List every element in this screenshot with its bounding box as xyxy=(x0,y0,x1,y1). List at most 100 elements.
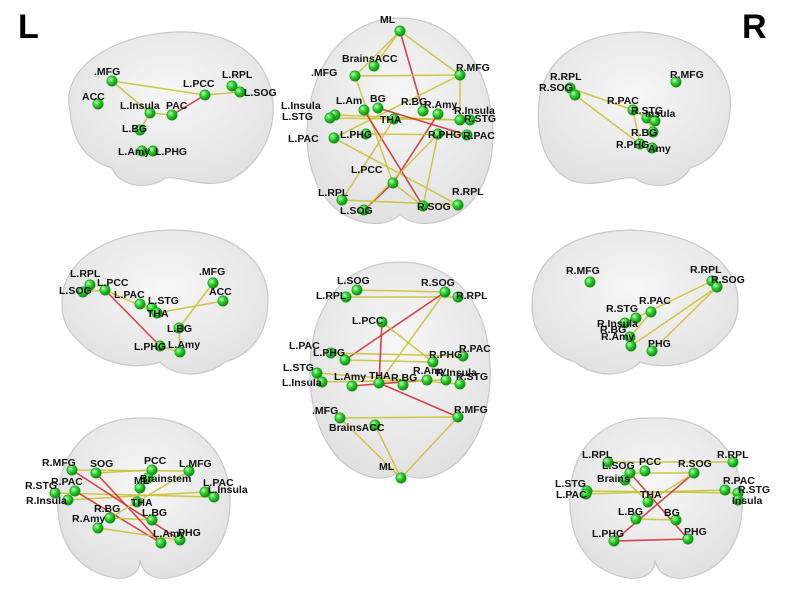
label-right-lateral-R.PHG: R.PHG xyxy=(616,139,649,151)
node-anterior-left-ML xyxy=(134,482,146,494)
label-top-axial-L.Insula: L.Insula xyxy=(281,100,321,112)
node-anterior-left-R.BG xyxy=(104,512,116,524)
edge-left-medial-L.PCC-L.PHG xyxy=(104,289,161,347)
node-right-medial-R.SOG xyxy=(711,281,723,293)
node-anterior-right-R.BG xyxy=(670,514,682,526)
label-bottom-axial-L.STG: L.STG xyxy=(283,362,314,374)
label-left-medial-L.Amy: L.Amy xyxy=(168,339,200,351)
label-top-axial-ML: ML xyxy=(380,14,396,26)
node-left-medial-L.SOG xyxy=(77,286,89,298)
edge-left-lateral-L.MFG-L.PCC xyxy=(111,80,206,96)
node-anterior-left-L.PHG xyxy=(174,534,186,546)
label-right-medial-R.Amy: R.Amy xyxy=(601,331,634,343)
node-right-medial-R.STG xyxy=(630,312,642,324)
label-anterior-left-R.Insula: R.Insula xyxy=(26,495,67,507)
label-bottom-axial-R.Insula: R.Insula xyxy=(436,367,477,379)
node-left-lateral-L.SOG xyxy=(234,86,246,98)
node-top-axial-R.SOG xyxy=(417,200,429,212)
node-anterior-right-R.PAC xyxy=(719,484,731,496)
left-hemisphere-label: L xyxy=(18,8,39,46)
label-right-lateral-R.STG: R.STG xyxy=(631,105,663,117)
label-anterior-left-L.PHG: PHG xyxy=(178,527,201,539)
node-top-axial-THA xyxy=(388,113,400,125)
label-anterior-left-ML: ML xyxy=(134,475,150,487)
edge-bottom-axial-R.MFG-ML xyxy=(400,416,459,479)
edge-bottom-axial-L.PHG-R.PHG xyxy=(344,359,434,363)
label-right-lateral-R.PAC: R.PAC xyxy=(607,95,639,107)
edge-top-axial-ML-L.MFG xyxy=(354,30,401,77)
label-right-medial-R.MFG: R.MFG xyxy=(566,265,600,277)
label-right-medial-R.BG: R.BG xyxy=(600,324,626,336)
edge-left-medial-ACC-THA xyxy=(156,300,224,314)
edge-right-lateral-R.SOG-R.PHG xyxy=(574,94,641,145)
node-right-medial-R.MFG xyxy=(584,276,596,288)
node-bottom-axial-R.MFG xyxy=(452,411,464,423)
node-bottom-axial-R.BG xyxy=(397,379,409,391)
label-anterior-right-R.Insula: Insula xyxy=(732,495,763,507)
label-top-axial-R.PAC: R.PAC xyxy=(463,130,495,142)
edge-anterior-right-L.BG-R.BG xyxy=(635,518,677,521)
label-top-axial-L.PHG: L.PHG xyxy=(340,129,372,141)
node-right-lateral-R.PAC xyxy=(627,104,639,116)
node-left-lateral-L.MFG xyxy=(106,75,118,87)
node-left-lateral-L.Insula xyxy=(144,107,156,119)
label-left-medial-L.PHG: L.PHG xyxy=(134,341,166,353)
edge-anterior-right-L.PHG-R.PHG xyxy=(613,538,689,542)
label-top-axial-BG: BG xyxy=(370,93,386,105)
label-anterior-left-L.MFG: L.MFG xyxy=(179,458,212,470)
label-anterior-left-R.SOG: SOG xyxy=(90,458,113,470)
node-left-medial-L.PAC xyxy=(134,298,146,310)
node-anterior-left-L.BG xyxy=(146,514,158,526)
node-anterior-right-R.Insula xyxy=(732,494,744,506)
node-bottom-axial-L.MFG xyxy=(334,412,346,424)
label-bottom-axial-L.MFG: .MFG xyxy=(312,405,338,417)
node-right-medial-R.PAC xyxy=(645,306,657,318)
label-anterior-left-THA: THA xyxy=(131,497,153,509)
label-bottom-axial-R.PAC: R.PAC xyxy=(459,343,491,355)
node-top-axial-L.RPL xyxy=(336,194,348,206)
label-left-lateral-L.SOG: L.SOG xyxy=(244,87,277,99)
node-bottom-axial-L.Amy xyxy=(346,380,358,392)
node-anterior-right-L.RPL xyxy=(602,456,614,468)
label-anterior-left-L.Amy: L.Amy xyxy=(153,528,185,540)
edge-top-axial-BG-R.PAC xyxy=(377,107,468,136)
label-right-lateral-R.Amy: Amy xyxy=(648,143,671,155)
edge-bottom-axial-L.SOG-R.SOG xyxy=(356,289,446,293)
node-top-axial-R.RPL xyxy=(452,199,464,211)
label-anterior-right-R.PAC: R.PAC xyxy=(723,475,755,487)
node-anterior-left-L.MFG xyxy=(183,465,195,477)
edge-top-axial-L.PHG-R.PAC xyxy=(365,133,468,136)
label-top-axial-R.PHG: R.PHG xyxy=(428,129,461,141)
node-anterior-right-L.PHG xyxy=(608,535,620,547)
node-right-lateral-R.BG xyxy=(647,126,659,138)
label-top-axial-Brainstem: BrainsACC xyxy=(342,53,398,65)
node-anterior-right-L.BG xyxy=(630,513,642,525)
label-anterior-left-Brainstem: Brainstem xyxy=(140,473,191,485)
label-right-lateral-R.SOG: R.SOG xyxy=(539,82,573,94)
node-left-medial-MFG xyxy=(207,277,219,289)
node-anterior-right-PCC xyxy=(639,465,651,477)
edge-top-axial-ML-R.MFG xyxy=(399,30,461,76)
label-bottom-axial-L.PAC: L.PAC xyxy=(289,340,320,352)
label-bottom-axial-L.RPL: L.RPL xyxy=(316,290,347,302)
label-anterior-right-R.RPL: R.RPL xyxy=(717,449,749,461)
label-left-medial-L.BG: L.BG xyxy=(167,323,192,335)
edge-top-axial-L.RPL-R.RPL xyxy=(341,199,459,206)
label-top-axial-L.RPL: L.RPL xyxy=(318,187,349,199)
label-anterior-left-R.Amy: R.Amy xyxy=(72,513,105,525)
label-top-axial-L.SOG: L.SOG xyxy=(340,205,373,217)
label-anterior-right-R.STG: R.STG xyxy=(738,484,770,496)
edge-anterior-right-L.PAC-R.PAC xyxy=(585,489,726,495)
edge-bottom-axial-L.PCC-THA xyxy=(378,321,383,384)
edge-bottom-axial-R.SOG-THA xyxy=(378,291,446,384)
node-top-axial-L.PHG xyxy=(360,128,372,140)
edge-anterior-left-R.SOG-L.Amy xyxy=(95,472,162,544)
label-top-axial-R.BG: R.BG xyxy=(401,96,427,108)
label-left-medial-THA: THA xyxy=(147,308,169,320)
node-top-axial-R.Amy xyxy=(432,108,444,120)
label-bottom-axial-THA: THA xyxy=(369,370,391,382)
label-anterior-right-L.RPL: L.RPL xyxy=(582,449,613,461)
node-left-medial-L.BG xyxy=(173,322,185,334)
label-left-lateral-L.Insula: L.Insula xyxy=(120,100,160,112)
